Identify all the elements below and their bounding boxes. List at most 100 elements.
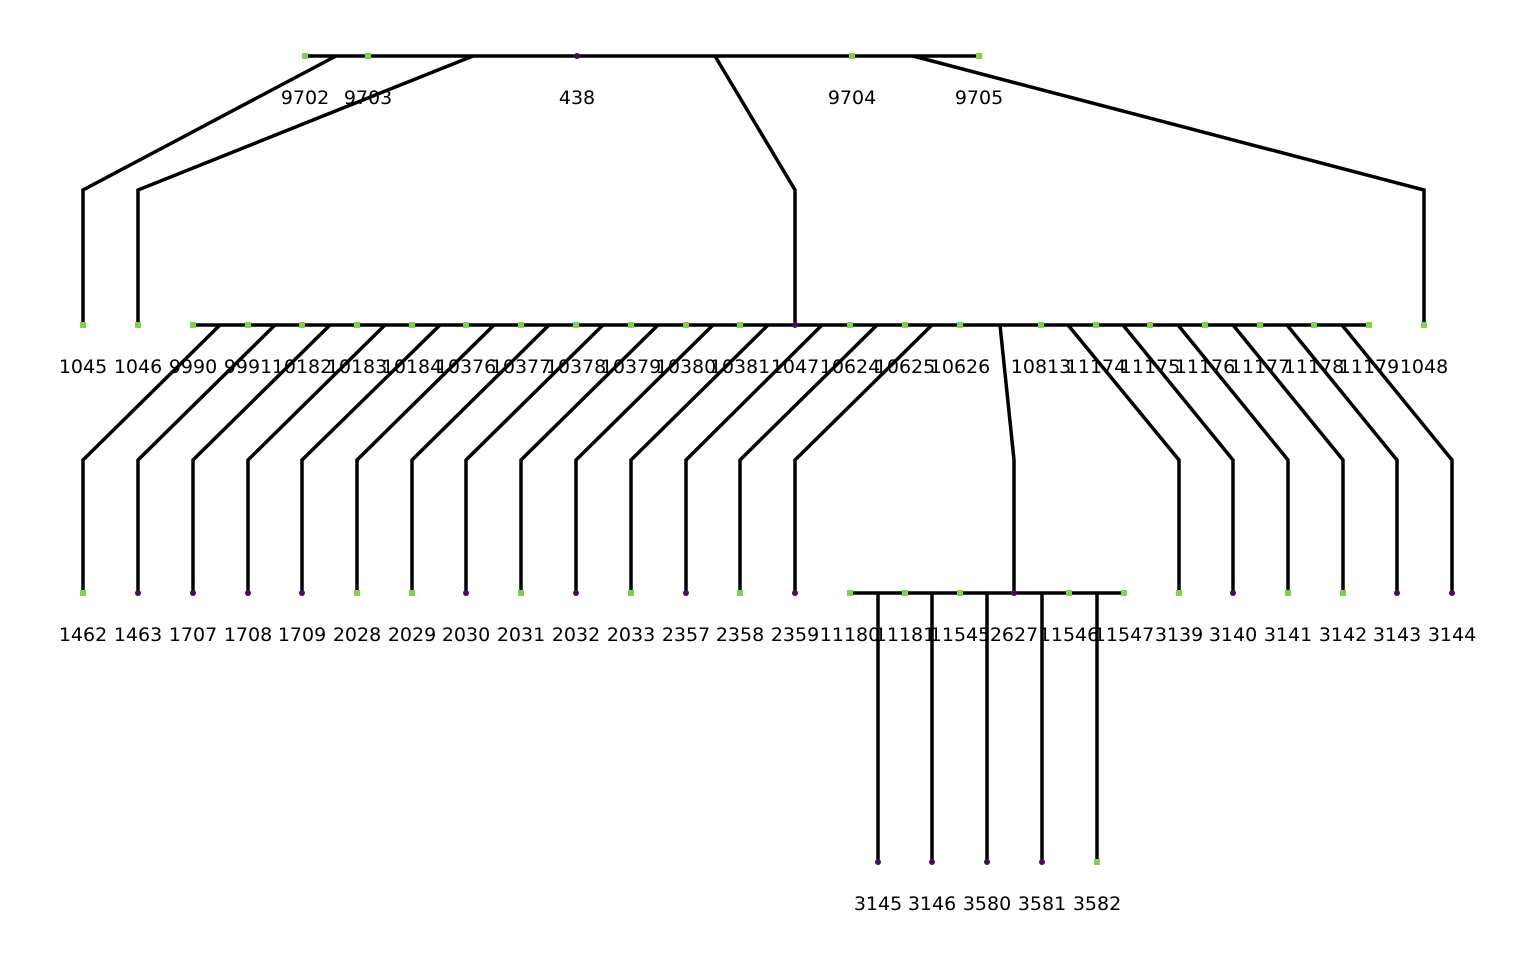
individual-node-marker (847, 590, 853, 596)
individual-node-marker (1038, 322, 1044, 328)
individual-label: 3580 (963, 893, 1011, 915)
individual-node-marker (1121, 590, 1127, 596)
descent-line (998, 324, 1016, 593)
individual-label: 10380 (656, 356, 716, 378)
descent-line (81, 323, 222, 593)
individual-node-marker (135, 590, 141, 596)
individual-node-marker (1366, 322, 1372, 328)
individual-label: 9991 (224, 356, 272, 378)
individual-node-marker (929, 859, 935, 865)
individual-node-marker (875, 859, 881, 865)
individual-node-marker (245, 322, 251, 328)
individual-node-marker (190, 590, 196, 596)
individual-label: 10379 (601, 356, 661, 378)
individual-node-marker (299, 590, 305, 596)
individual-node-marker (573, 590, 579, 596)
individual-node-marker (1176, 590, 1182, 596)
individual-node-marker (1257, 322, 1263, 328)
individual-node-marker (1011, 590, 1017, 596)
individual-label: 1709 (278, 624, 326, 646)
descent-line (1176, 323, 1290, 593)
individual-label: 2033 (607, 624, 655, 646)
individual-node-marker (299, 322, 305, 328)
individual-node-marker (573, 322, 579, 328)
individual-node-marker (902, 322, 908, 328)
individual-label: 438 (559, 87, 595, 109)
individual-node-marker (847, 322, 853, 328)
individual-node-marker (354, 590, 360, 596)
descent-line (81, 54, 337, 325)
individual-node-marker (1039, 859, 1045, 865)
individual-node-marker (1147, 322, 1153, 328)
individual-node-marker (1202, 322, 1208, 328)
individual-label: 2627 (990, 624, 1038, 646)
individual-node-marker (1094, 859, 1100, 865)
descent-line (1066, 323, 1181, 593)
individual-label: 3140 (1209, 624, 1257, 646)
individual-node-marker (1230, 590, 1236, 596)
individual-label: 3582 (1073, 893, 1121, 915)
individual-node-marker (1311, 322, 1317, 328)
descent-line (519, 323, 660, 593)
individual-node-marker (976, 53, 982, 59)
individual-node-marker (737, 590, 743, 596)
individual-node-marker (1394, 590, 1400, 596)
individual-node-marker (80, 322, 86, 328)
individual-label: 10182 (272, 356, 332, 378)
individual-node-marker (1285, 590, 1291, 596)
descent-line (300, 323, 442, 593)
individual-node-marker (463, 590, 469, 596)
individual-label: 11547 (1094, 624, 1154, 646)
individual-label: 10378 (546, 356, 606, 378)
descent-line (246, 323, 387, 593)
descent-line (136, 323, 277, 593)
individual-label: 2359 (771, 624, 819, 646)
individual-label: 10625 (875, 356, 935, 378)
individual-label: 1462 (59, 624, 107, 646)
individual-label: 11179 (1339, 356, 1399, 378)
descent-line (191, 323, 332, 593)
individual-label: 3581 (1018, 893, 1066, 915)
individual-node-marker (1421, 322, 1427, 328)
individual-node-marker (1066, 590, 1072, 596)
individual-label: 3141 (1264, 624, 1312, 646)
individual-node-marker (409, 590, 415, 596)
descent-line (793, 323, 934, 593)
descent-line (684, 323, 824, 593)
descent-line (574, 323, 715, 593)
individual-node-marker (190, 322, 196, 328)
individual-node-marker (737, 322, 743, 328)
descent-line (1340, 323, 1454, 593)
descent-line (355, 323, 496, 593)
individual-label: 10624 (820, 356, 880, 378)
individual-node-marker (354, 322, 360, 328)
individual-label: 2029 (388, 624, 436, 646)
individual-label: 3143 (1373, 624, 1421, 646)
individual-label: 9704 (828, 87, 876, 109)
descent-line (1121, 323, 1235, 593)
individual-node-marker (628, 322, 634, 328)
individual-label: 1463 (114, 624, 162, 646)
individual-node-marker (792, 322, 798, 328)
descent-line (1231, 323, 1345, 593)
descent-line (136, 54, 474, 325)
individual-label: 10381 (710, 356, 770, 378)
individual-node-marker (849, 53, 855, 59)
descent-line (912, 54, 1426, 325)
individual-label: 1046 (114, 356, 162, 378)
individual-label: 10376 (436, 356, 496, 378)
individual-label: 10184 (382, 356, 442, 378)
individual-label: 3146 (908, 893, 956, 915)
individual-node-marker (902, 590, 908, 596)
individual-label: 2030 (442, 624, 490, 646)
individual-label: 11178 (1284, 356, 1344, 378)
descent-line (410, 323, 551, 593)
individual-node-marker (683, 322, 689, 328)
individual-label: 9703 (344, 87, 392, 109)
individual-label: 3139 (1155, 624, 1203, 646)
individual-label: 1047 (771, 356, 819, 378)
individual-label: 2031 (497, 624, 545, 646)
individual-label: 1048 (1400, 356, 1448, 378)
individual-node-marker (957, 590, 963, 596)
